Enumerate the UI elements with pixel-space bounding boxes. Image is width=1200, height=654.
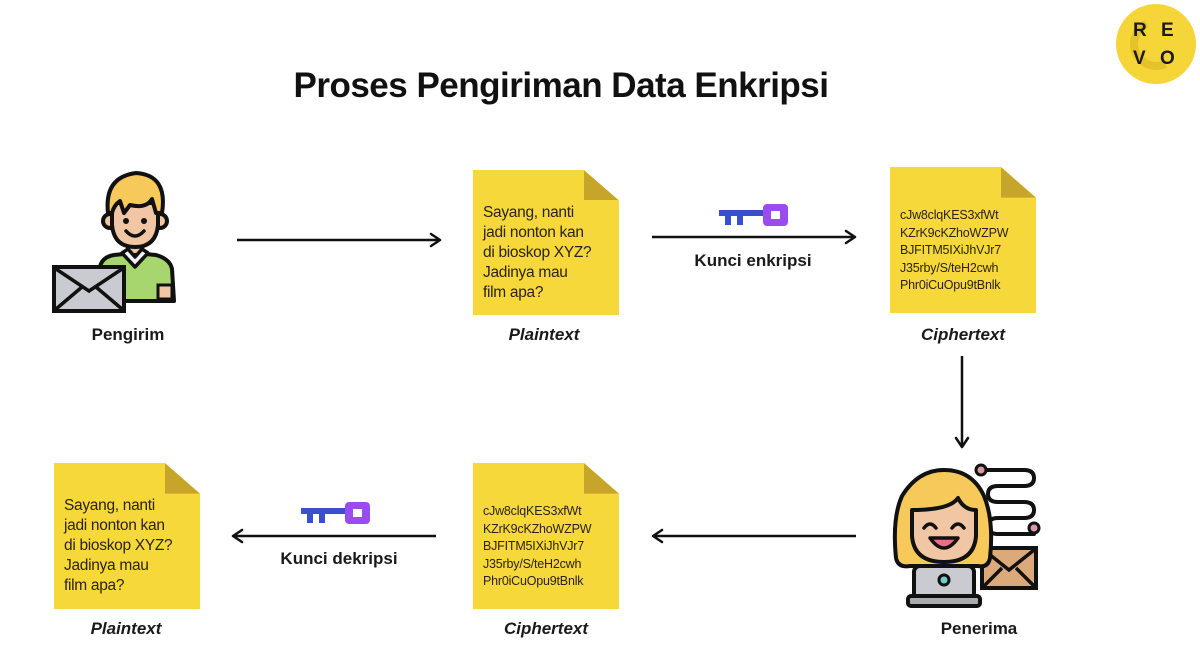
- logo-letter: O: [1160, 48, 1175, 69]
- cipher-line: BJFITM5IXiJhVJr7: [900, 243, 1001, 257]
- plaintext-message: Sayang, nanti jadi nonton kan di bioskop…: [483, 203, 611, 303]
- cipher-line: Phr0iCuOpu9tBnlk: [483, 574, 584, 588]
- cipher-line: KZrK9cKZhoWZPW: [483, 521, 592, 536]
- decryption-key-icon: [301, 502, 370, 524]
- plaintext-message: Sayang, nanti jadi nonton kan di bioskop…: [64, 496, 192, 596]
- ciphertext-content: cJw8clqKES3xfWt KZrK9cKZhoWZPW BJFITM5IX…: [900, 207, 1028, 295]
- logo-letter: E: [1161, 20, 1174, 41]
- note-fold: [164, 463, 200, 494]
- message-line: Sayang, nanti: [483, 204, 574, 221]
- message-line: film apa?: [64, 577, 125, 594]
- diagram-title: Proses Pengiriman Data Enkripsi: [293, 66, 829, 105]
- sender-man-icon: [52, 171, 176, 313]
- arrow-left: [651, 528, 856, 544]
- plaintext-caption: Plaintext: [90, 619, 162, 638]
- receiver-label: Penerima: [940, 619, 1018, 638]
- arrow-right: [237, 232, 442, 248]
- message-line: di bioskop XYZ?: [64, 537, 173, 554]
- arrow-right: [652, 229, 857, 245]
- message-line: di bioskop XYZ?: [483, 244, 592, 261]
- ciphertext-caption: Ciphertext: [503, 619, 589, 638]
- arrow-left: [231, 528, 436, 544]
- sender-label: Pengirim: [91, 325, 165, 344]
- encryption-key-icon: [719, 204, 788, 226]
- ciphertext-note: cJw8clqKES3xfWt KZrK9cKZhoWZPW BJFITM5IX…: [890, 167, 1036, 313]
- cipher-line: BJFITM5IXiJhVJr7: [483, 539, 584, 553]
- ciphertext-content: cJw8clqKES3xfWt KZrK9cKZhoWZPW BJFITM5IX…: [483, 503, 611, 591]
- ciphertext-caption: Ciphertext: [920, 325, 1006, 344]
- cipher-line: cJw8clqKES3xfWt: [900, 208, 999, 222]
- arrow-down: [954, 356, 970, 449]
- cipher-line: J35rby/S/teH2cwh: [483, 556, 582, 571]
- revo-logo: R E V O: [1116, 4, 1196, 84]
- cipher-line: KZrK9cKZhoWZPW: [900, 225, 1009, 240]
- message-line: film apa?: [483, 284, 544, 301]
- message-line: Sayang, nanti: [64, 497, 155, 514]
- cipher-line: Phr0iCuOpu9tBnlk: [900, 278, 1001, 292]
- cipher-line: cJw8clqKES3xfWt: [483, 504, 582, 518]
- logo-letter: V: [1133, 48, 1146, 69]
- message-line: Jadinya mau: [483, 264, 568, 281]
- message-line: Jadinya mau: [64, 557, 149, 574]
- plaintext-caption: Plaintext: [508, 325, 580, 344]
- note-fold: [583, 463, 619, 494]
- cipher-line: J35rby/S/teH2cwh: [900, 260, 999, 275]
- logo-letter: R: [1133, 20, 1147, 41]
- note-fold: [1000, 167, 1036, 198]
- plaintext-note: Sayang, nanti jadi nonton kan di bioskop…: [473, 170, 619, 315]
- receiver-woman-icon: [892, 463, 1041, 608]
- encryption-key-label: Kunci enkripsi: [694, 251, 812, 270]
- ciphertext-note: cJw8clqKES3xfWt KZrK9cKZhoWZPW BJFITM5IX…: [473, 463, 619, 609]
- note-fold: [583, 170, 619, 201]
- decryption-key-label: Kunci dekripsi: [280, 549, 398, 568]
- message-line: jadi nonton kan: [64, 517, 165, 534]
- plaintext-note: Sayang, nanti jadi nonton kan di bioskop…: [54, 463, 200, 609]
- message-line: jadi nonton kan: [483, 224, 584, 241]
